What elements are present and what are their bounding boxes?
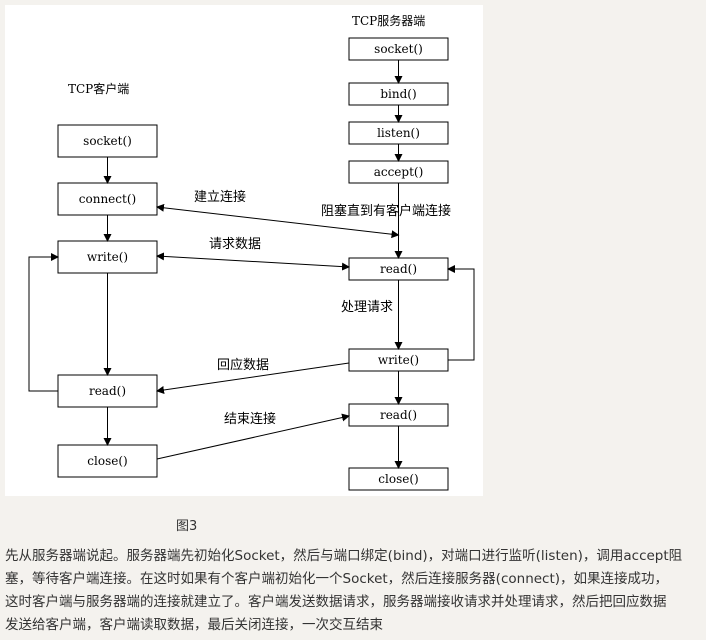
client-connect-box: connect()	[57, 182, 158, 216]
server-bind-box: bind()	[348, 82, 449, 106]
svg-text:read(): read()	[380, 262, 417, 276]
server-listen-box: listen()	[348, 121, 449, 145]
label-connect: 建立连接	[194, 189, 246, 205]
svg-text:write(): write()	[378, 353, 419, 367]
svg-text:listen(): listen()	[377, 126, 420, 140]
client-write-box: write()	[57, 240, 158, 274]
server-close-box: close()	[348, 467, 449, 491]
label-response: 回应数据	[217, 357, 269, 373]
server-socket-box: socket()	[348, 37, 449, 61]
client-loop-arrow	[28, 253, 59, 392]
svg-text:bind(): bind()	[380, 87, 416, 101]
figure-caption: 图3	[176, 519, 198, 534]
server-title: TCP服务器端	[352, 13, 425, 28]
client-socket-box: socket()	[57, 124, 158, 158]
description-line: 发送给客户端，客户端读取数据，最后关闭连接，一次交互结束	[5, 617, 383, 633]
server-accept-box: accept()	[348, 160, 449, 184]
client-close-box: close()	[57, 444, 158, 478]
label-request: 请求数据	[209, 237, 261, 252]
client-read-box: read()	[57, 374, 158, 408]
server-read2-box: read()	[348, 403, 449, 427]
label-block: 阻塞直到有客户端连接	[321, 203, 451, 219]
svg-text:socket(): socket()	[83, 134, 132, 148]
request-arrow	[156, 252, 350, 271]
svg-text:close(): close()	[378, 472, 418, 486]
description-line: 先从服务器端说起。服务器端先初始化Socket，然后与端口绑定(bind)，对端…	[5, 548, 683, 564]
server-read-box: read()	[348, 257, 449, 281]
svg-text:close(): close()	[87, 454, 127, 468]
tcp-flow-diagram: TCP服务器端 TCP客户端 socket() bind() listen() …	[5, 5, 483, 496]
description-paragraph: 先从服务器端说起。服务器端先初始化Socket，然后与端口绑定(bind)，对端…	[5, 545, 703, 637]
svg-text:read(): read()	[89, 384, 126, 398]
svg-text:write(): write()	[87, 250, 128, 264]
svg-text:connect(): connect()	[79, 192, 136, 206]
label-process: 处理请求	[341, 300, 393, 315]
end-arrow	[156, 413, 350, 460]
description-line: 塞，等待客户端连接。在这时如果有个客户端初始化一个Socket，然后连接服务器(…	[5, 571, 669, 587]
svg-text:socket(): socket()	[374, 42, 423, 56]
server-write-box: write()	[348, 348, 449, 372]
response-arrow	[156, 362, 350, 394]
label-end: 结束连接	[224, 411, 276, 427]
description-line: 这时客户端与服务器端的连接就建立了。客户端发送数据请求，服务器端接收请求并处理请…	[5, 594, 667, 610]
client-title: TCP客户端	[68, 81, 129, 96]
server-loop-arrow	[447, 265, 475, 361]
connect-arrow	[156, 203, 400, 239]
svg-text:read(): read()	[380, 408, 417, 422]
svg-text:accept(): accept()	[374, 165, 424, 179]
